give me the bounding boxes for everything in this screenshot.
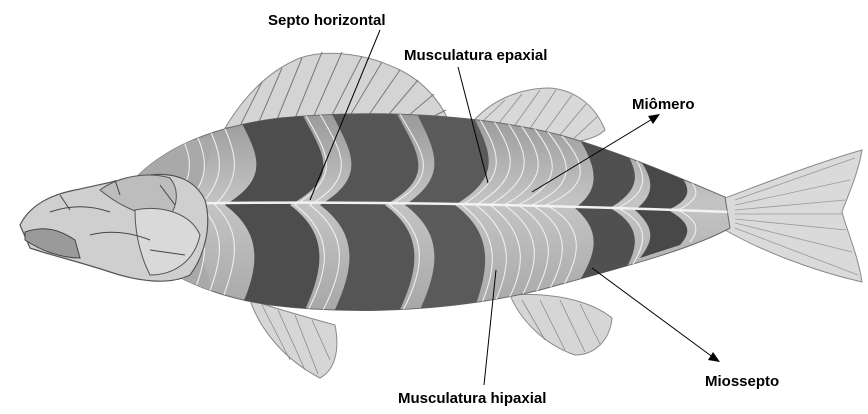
leader-miossepto (592, 268, 714, 358)
fish-head (20, 174, 208, 281)
label-miossepto: Miossepto (705, 373, 779, 391)
anal-fin (510, 294, 612, 355)
arrowhead-miossepto (708, 352, 720, 362)
label-musculatura-epaxial: Musculatura epaxial (404, 47, 547, 65)
caudal-fin (725, 150, 862, 282)
label-miomero: Miômero (632, 96, 695, 114)
pelvic-fin (250, 300, 337, 378)
arrowhead-miomero (648, 114, 660, 124)
label-septo-horizontal: Septo horizontal (268, 12, 386, 30)
label-musculatura-hipaxial: Musculatura hipaxial (398, 390, 546, 408)
